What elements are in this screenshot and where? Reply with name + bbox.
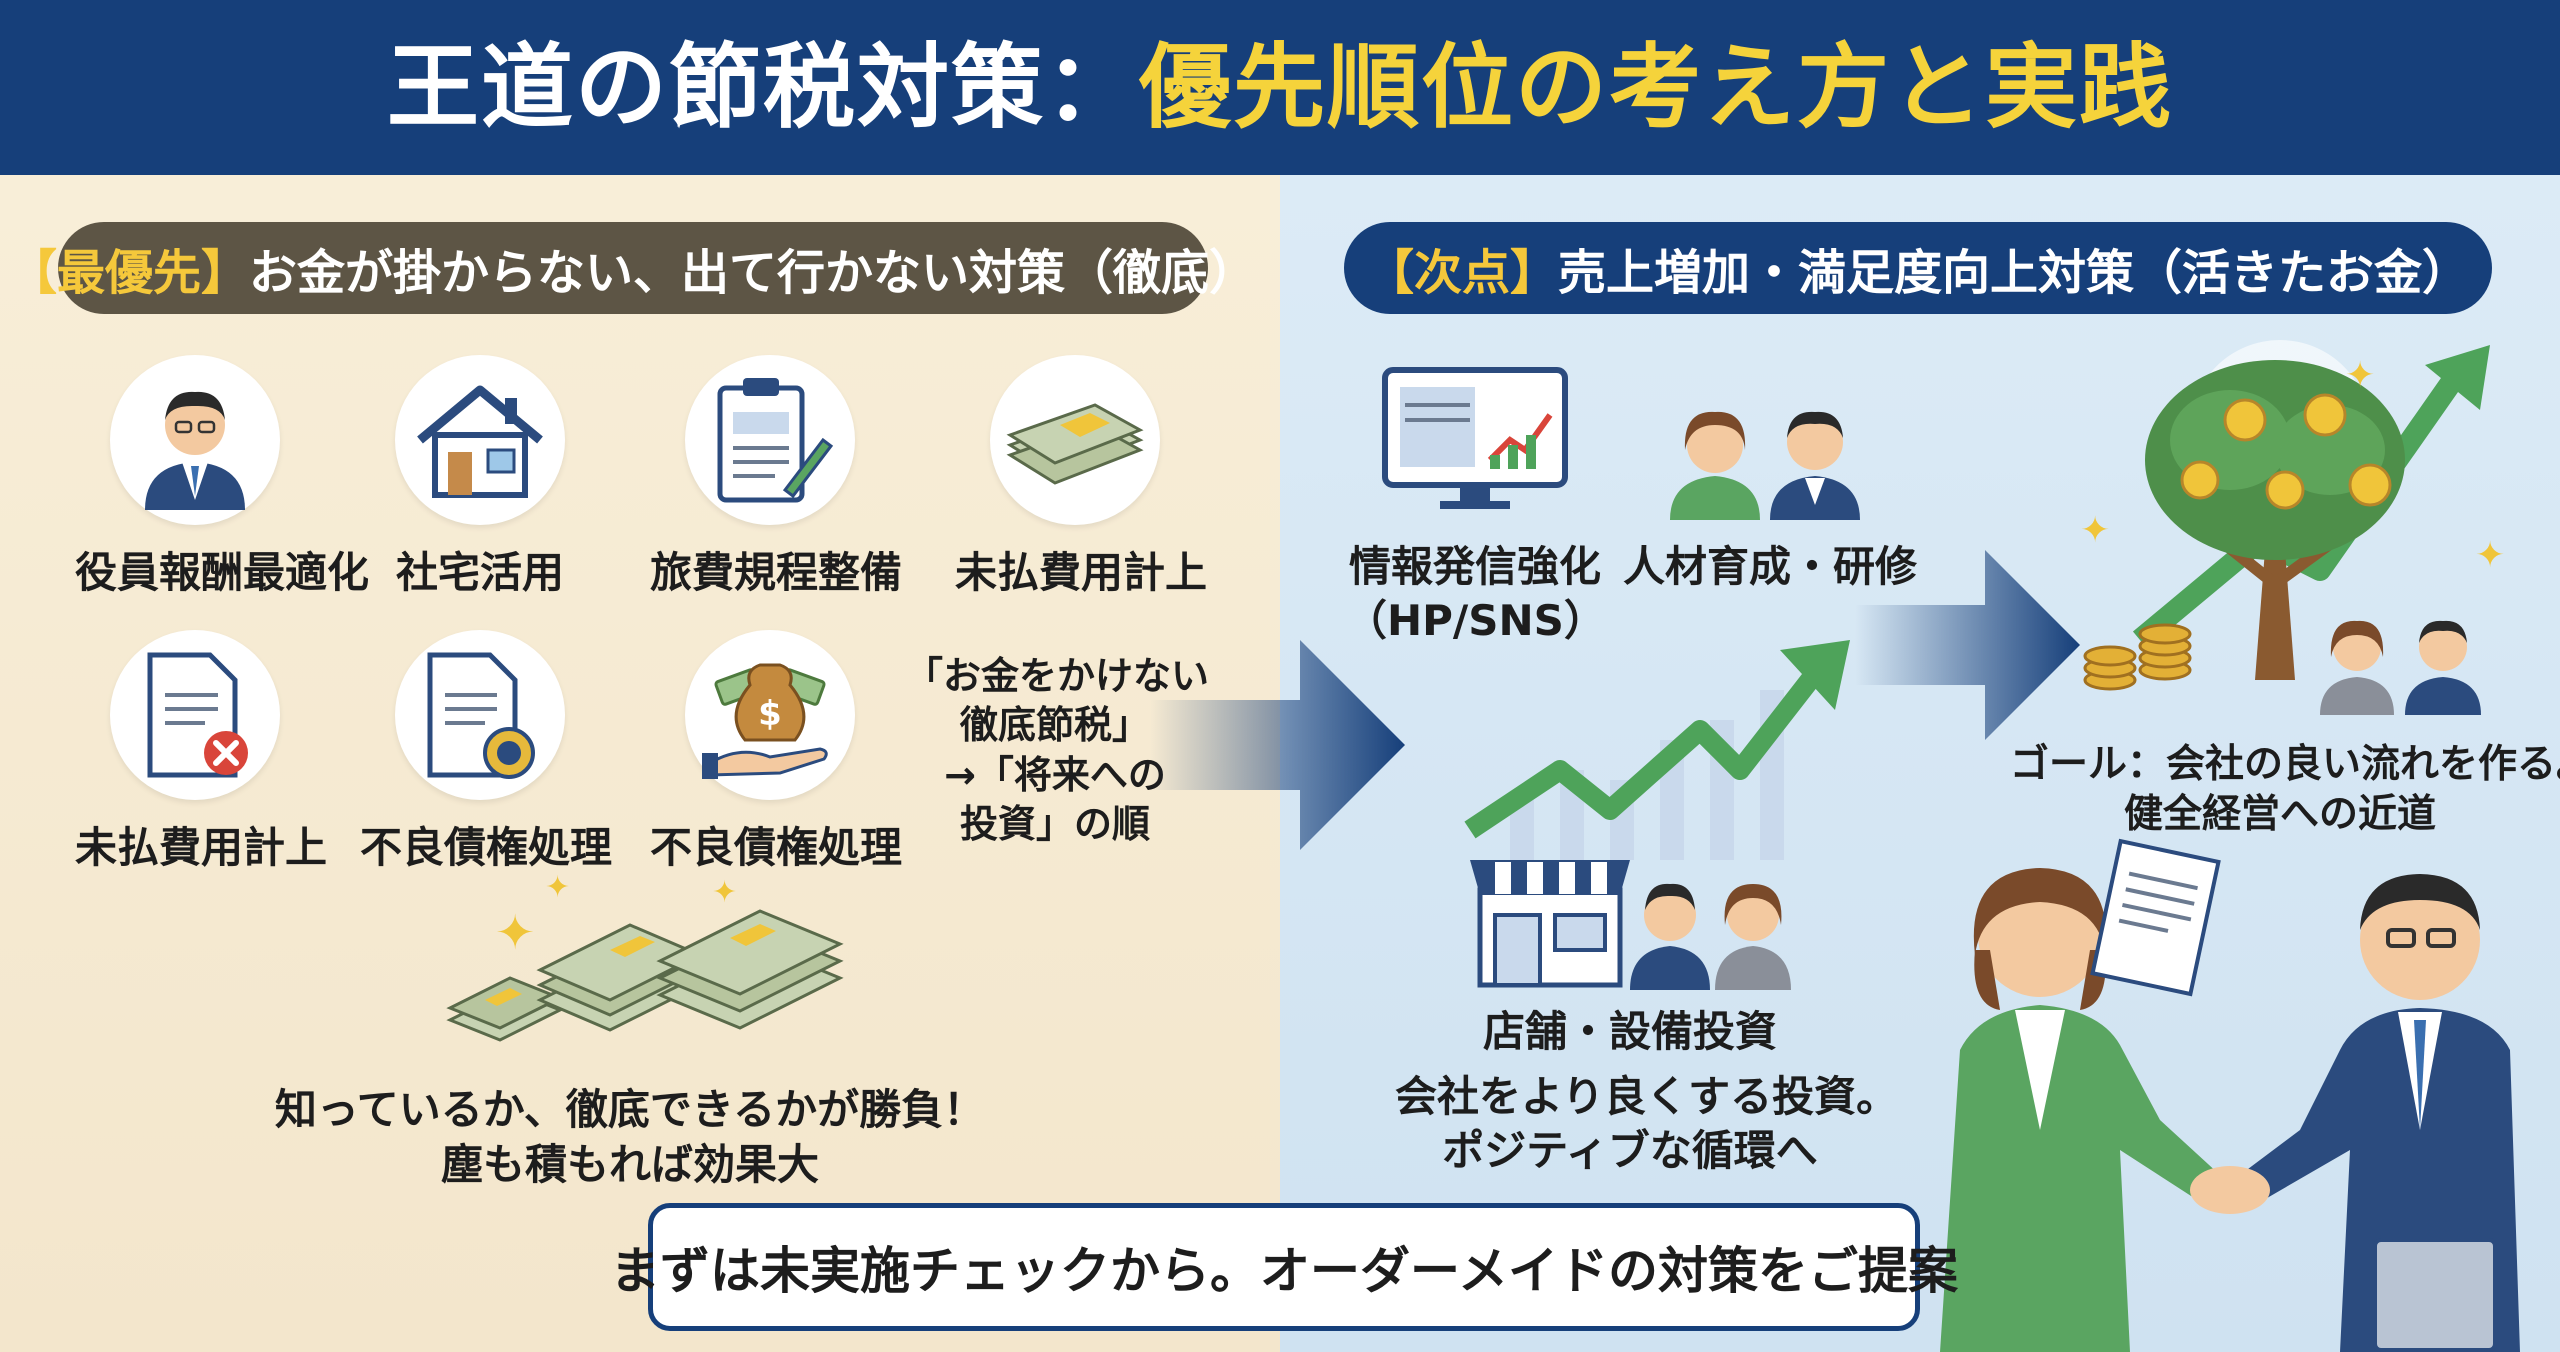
document-coin-icon xyxy=(395,630,565,800)
sparkle-icon: ✦ xyxy=(545,870,571,905)
sparkle-icon: ✦ xyxy=(2080,510,2111,551)
handshake-illustration xyxy=(1920,830,2540,1352)
sparkle-icon: ✦ xyxy=(2475,535,2506,576)
item-accrued-expenses-2: 未払費用計上 xyxy=(75,630,328,875)
growth-chart-icon xyxy=(1450,620,1870,860)
goal-team-icon xyxy=(2315,585,2485,715)
page-title: 王道の節税対策：優先順位の考え方と実践 xyxy=(387,41,2173,134)
goal-line: 健全経営への近道 xyxy=(2123,791,2436,837)
top-priority-text: お金が掛からない、出て行かない対策（徹底） xyxy=(249,245,1258,301)
item-company-housing: 社宅活用 xyxy=(360,355,600,600)
summary-line: 塵も積もれば効果大 xyxy=(440,1140,819,1190)
item-bad-debt-2: $ 不良債権処理 xyxy=(650,630,903,875)
sparkle-icon: ✦ xyxy=(495,905,536,961)
title-part-1: 王道の節税対策： xyxy=(386,33,1139,141)
goal-line: ゴール：会社の良い流れを作る。 xyxy=(2010,742,2560,787)
flow-arrow-icon xyxy=(1150,630,1410,860)
item-label: 未払費用計上 xyxy=(955,548,1208,597)
item-accrued-expenses: 未払費用計上 xyxy=(955,355,1208,600)
title-part-2: 優先順位の考え方と実践 xyxy=(1139,33,2174,141)
item-label: 不良債権処理 xyxy=(360,823,613,872)
item-label: 未払費用計上 xyxy=(75,823,328,872)
house-icon xyxy=(395,355,565,525)
item-bad-debt: 不良債権処理 xyxy=(360,630,613,875)
header-banner: 王道の節税対策：優先順位の考え方と実践 xyxy=(0,0,2560,175)
callout-line: 徹底節税」 xyxy=(959,703,1150,748)
store-label: 店舗・設備投資 xyxy=(1482,1007,1777,1056)
callout-line: →「将来への xyxy=(944,752,1166,797)
next-priority-tag: 【次点】 xyxy=(1365,245,1558,301)
item-travel-rules: 旅費規程整備 xyxy=(650,355,903,600)
money-tree-icon xyxy=(2080,340,2500,710)
item-label: 旅費規程整備 xyxy=(650,548,903,597)
sparkle-icon: ✦ xyxy=(712,875,738,910)
store-icon xyxy=(1465,840,1635,990)
item-executive-pay: 役員報酬最適化 xyxy=(75,355,370,600)
money-hand-icon: $ xyxy=(685,630,855,800)
info-label-line: 情報発信強化 xyxy=(1348,542,1601,591)
item-label: 役員報酬最適化 xyxy=(75,548,370,597)
staff-icon xyxy=(1625,840,1795,990)
top-priority-tag: 【最優先】 xyxy=(8,245,249,301)
item-label: 社宅活用 xyxy=(395,548,564,597)
team-icon xyxy=(1665,380,1865,520)
flow-arrow-icon xyxy=(1855,540,2085,750)
cash-stack-icon xyxy=(990,355,1160,525)
training-label: 人材育成・研修 xyxy=(1622,542,1917,591)
goal-text: ゴール：会社の良い流れを作る。 健全経営への近道 xyxy=(2010,740,2560,840)
info-label: 情報発信強化 （HP/SNS） xyxy=(1345,540,1606,648)
summary-line: 知っているか、徹底できるかが勝負！ xyxy=(274,1085,986,1134)
svg-text:$: $ xyxy=(758,694,782,734)
store-desc-line: 会社をより良くする投資。 xyxy=(1395,1072,1899,1121)
callout-line: 投資」の順 xyxy=(959,802,1150,847)
store-desc-line: ポジティブな循環へ xyxy=(1442,1125,1818,1175)
next-priority-text: 売上増加・満足度向上対策（活きたお金） xyxy=(1558,245,2471,301)
item-label: 不良債権処理 xyxy=(650,823,903,872)
clipboard-icon xyxy=(685,355,855,525)
monitor-chart-icon xyxy=(1380,365,1570,515)
info-label-line: （HP/SNS） xyxy=(1345,595,1606,645)
callout-line: 「お金をかけない xyxy=(905,654,1210,698)
bottom-message-box: まずは未実施チェックから。オーダーメイドの対策をご提案 xyxy=(610,1203,1958,1331)
top-priority-banner: 【最優先】お金が掛からない、出て行かない対策（徹底） xyxy=(9,222,1257,314)
businessman-icon xyxy=(110,355,280,525)
store-description: 会社をより良くする投資。 ポジティブな循環へ xyxy=(1395,1070,1899,1178)
priority-callout: 「お金をかけない 徹底節税」 →「将来への 投資」の順 xyxy=(905,652,1210,850)
next-priority-banner: 【次点】売上増加・満足度向上対策（活きたお金） xyxy=(1344,222,2492,314)
money-stacks-illustration xyxy=(440,890,880,1060)
sparkle-icon: ✦ xyxy=(2345,355,2376,396)
left-summary: 知っているか、徹底できるかが勝負！ 塵も積もれば効果大 xyxy=(260,1082,1000,1193)
document-cancel-icon xyxy=(110,630,280,800)
